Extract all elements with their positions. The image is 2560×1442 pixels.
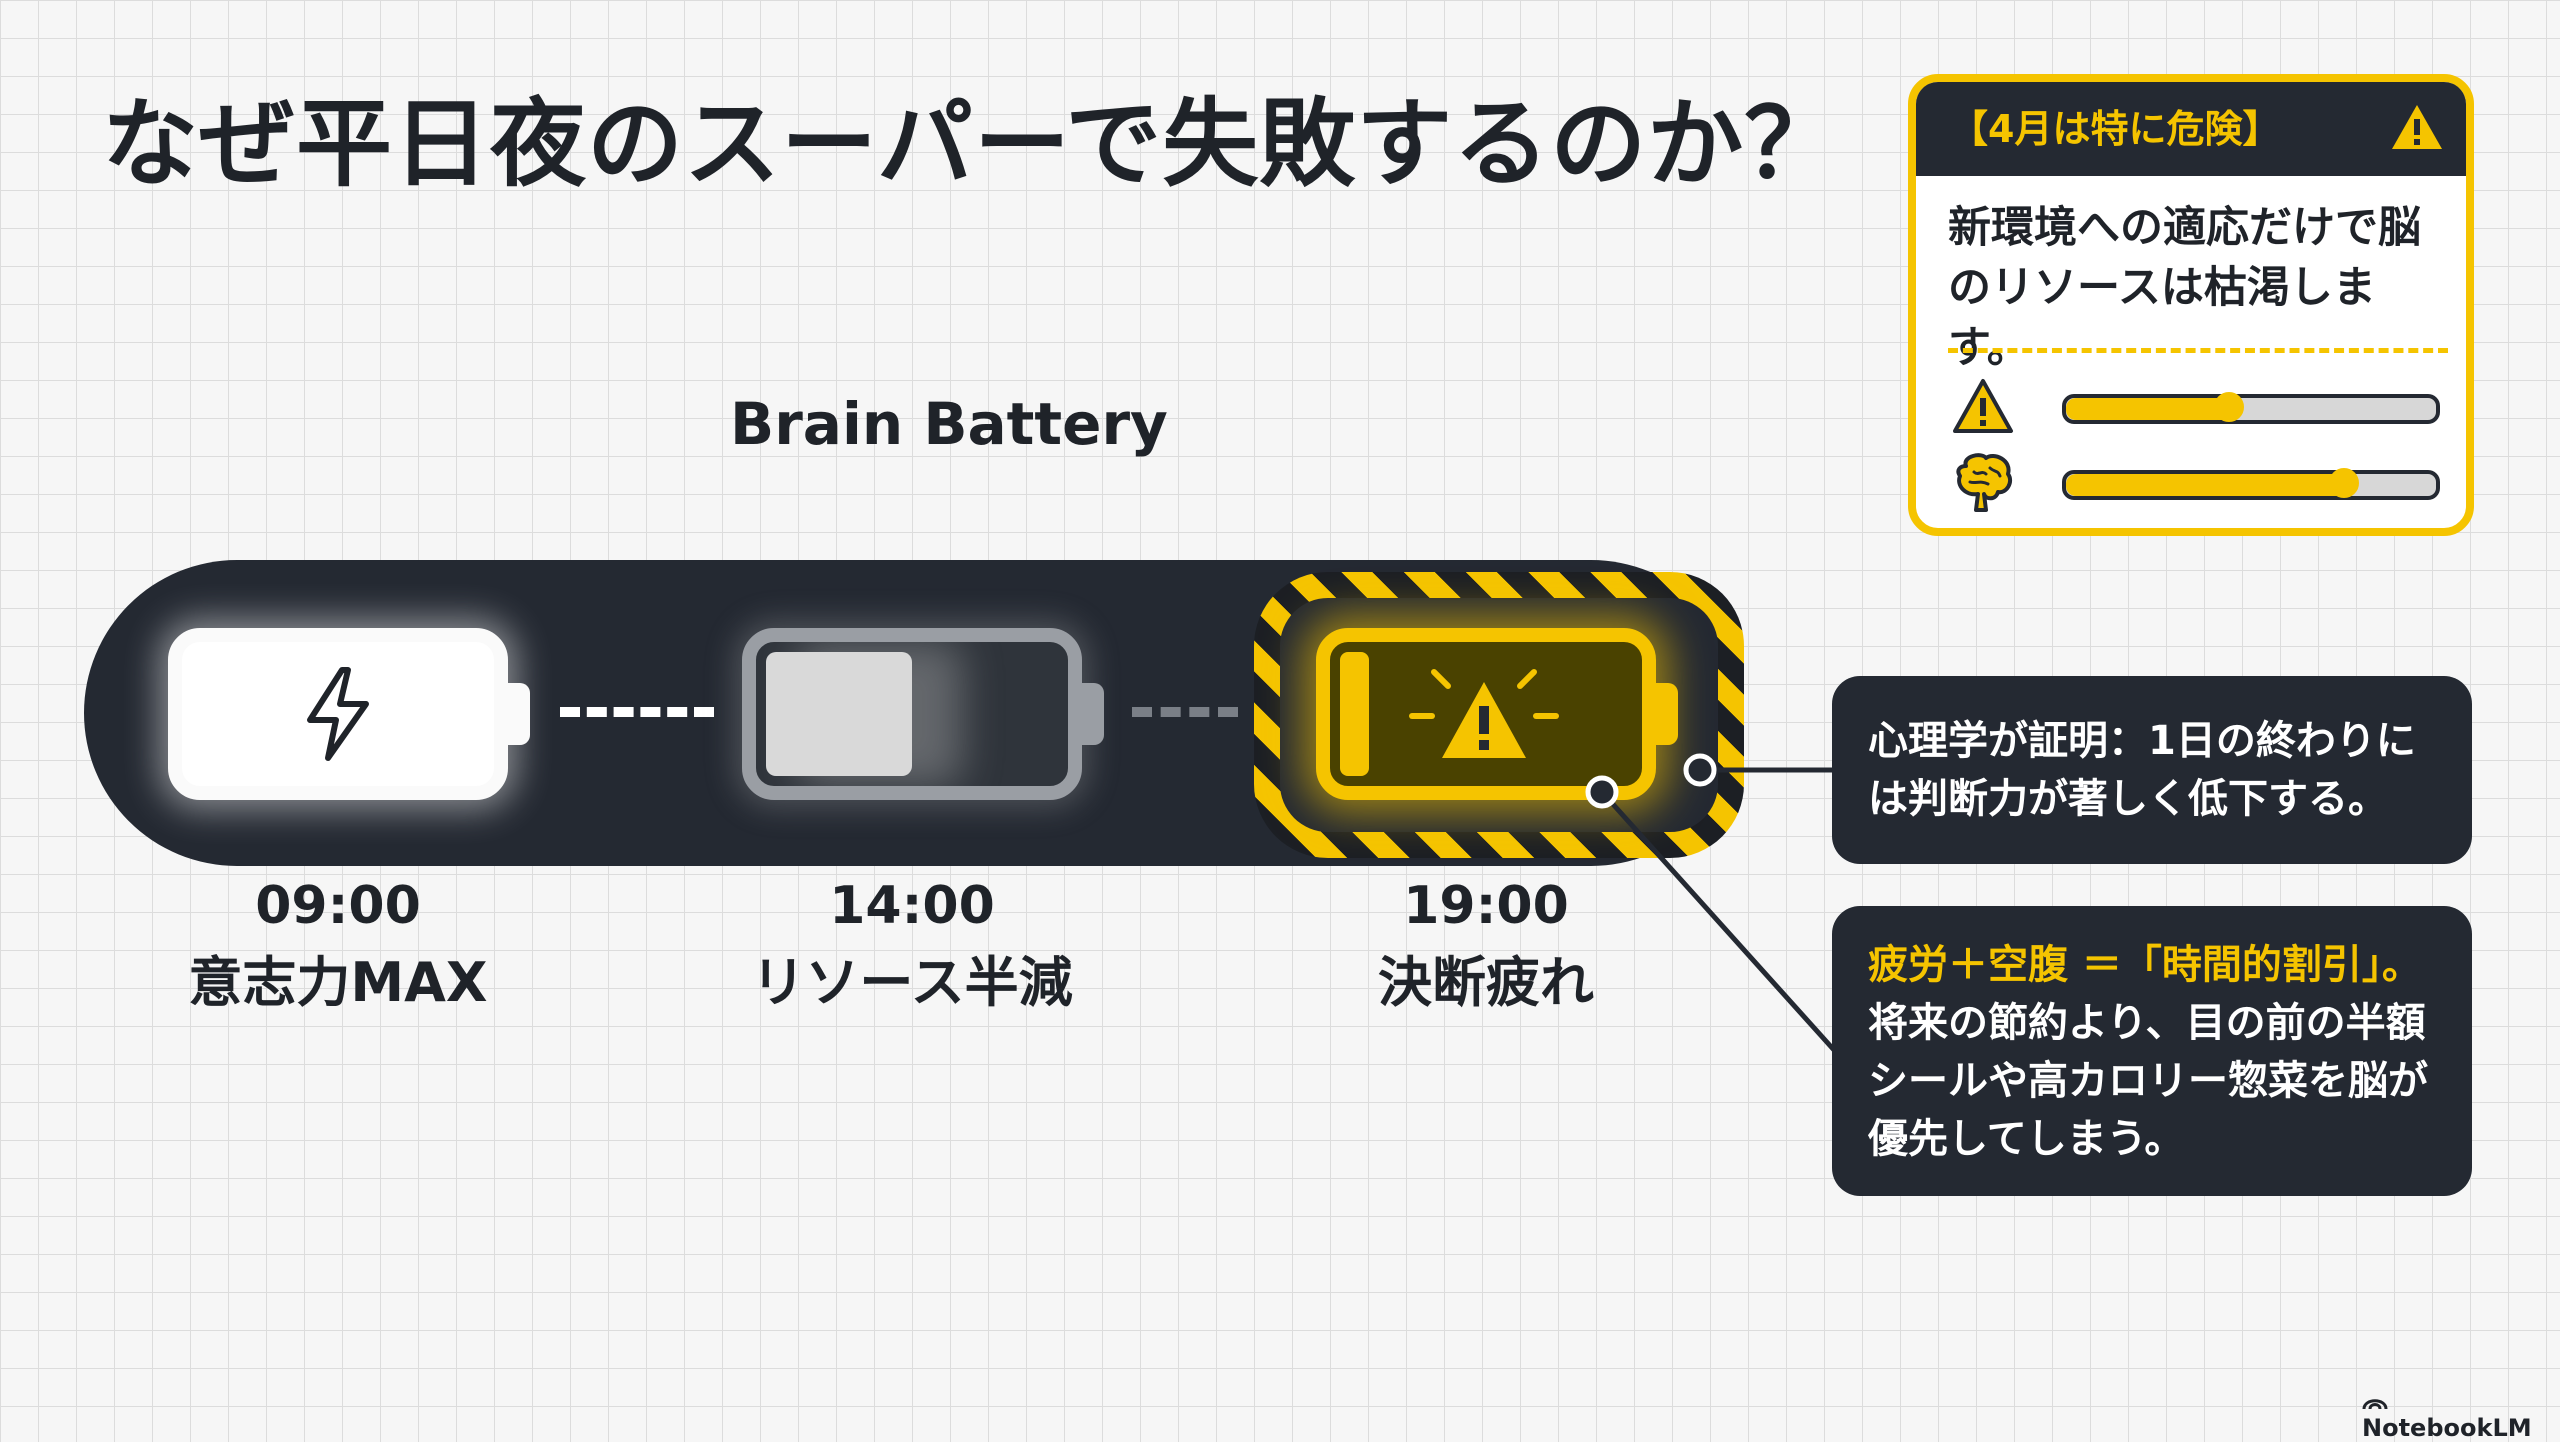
battery-half-terminal [1082, 683, 1104, 745]
warning-box-divider [1948, 348, 2448, 353]
timeline-dash [1132, 707, 1238, 717]
brand-text: NotebookLM [2362, 1414, 2532, 1442]
stage-label: 意志力MAX [188, 951, 488, 1014]
page-title: なぜ平日夜のスーパーで失敗するのか？ [102, 88, 1842, 200]
brain-load-fill [2066, 474, 2340, 496]
callout-psychology-text: 心理学が証明：1日の終わりには判断力が著しく低下する。 [1868, 718, 2416, 822]
stress-level-fill [2066, 398, 2226, 420]
stage-time: 14:00 [829, 876, 995, 936]
warning-box-body: 新環境への適応だけで脳のリソースは枯渇します。 [1948, 203, 2421, 373]
stage-label: 決断疲れ [1378, 951, 1594, 1014]
battery-half-charge [766, 652, 912, 776]
brain-icon [1956, 453, 2013, 512]
battery-full-terminal [508, 683, 530, 745]
warning-icon [2392, 105, 2442, 149]
warning-box-header: 【4月は特に危険】 [1916, 82, 2466, 176]
brand-label: NotebookLM [2362, 1386, 2560, 1442]
battery-half [742, 628, 1082, 800]
callout-psychology: 心理学が証明：1日の終わりには判断力が著しく低下する。 [1832, 676, 2472, 864]
warning-icon [1953, 379, 2013, 433]
callout-time-discount: 疲労＋空腹 ＝「時間的割引」。 将来の節約より、目の前の半額シールや高カロリー惣… [1832, 906, 2472, 1196]
stress-level-knob [2214, 392, 2245, 422]
brain-battery-title: Brain Battery [730, 390, 1168, 458]
stress-level-bar [2062, 392, 2440, 424]
warning-box-header-text: 【4月は特に危険】 [1950, 107, 2281, 151]
battery-full [168, 628, 508, 800]
lightning-icon [307, 667, 369, 761]
stage-time: 09:00 [255, 876, 421, 936]
brain-load-knob [2328, 468, 2359, 498]
april-warning-box: 【4月は特に危険】 新環境への適応だけで脳のリソースは枯渇します。 [1908, 74, 2474, 536]
battery-low-terminal [1656, 683, 1678, 745]
callout-time-discount-text: 将来の節約より、目の前の半額シールや高カロリー惣菜を脳が優先してしまう。 [1868, 1000, 2428, 1162]
stage-time: 19:00 [1403, 876, 1569, 936]
battery-low-charge [1340, 652, 1369, 776]
timeline-dash [560, 707, 714, 717]
brain-load-bar [2062, 468, 2440, 500]
warning-icon [1409, 669, 1559, 758]
notebooklm-logo-icon [2362, 1399, 2388, 1410]
stage-label: リソース半減 [751, 951, 1073, 1014]
callout-time-discount-highlight: 疲労＋空腹 ＝「時間的割引」。 [1868, 942, 2422, 988]
